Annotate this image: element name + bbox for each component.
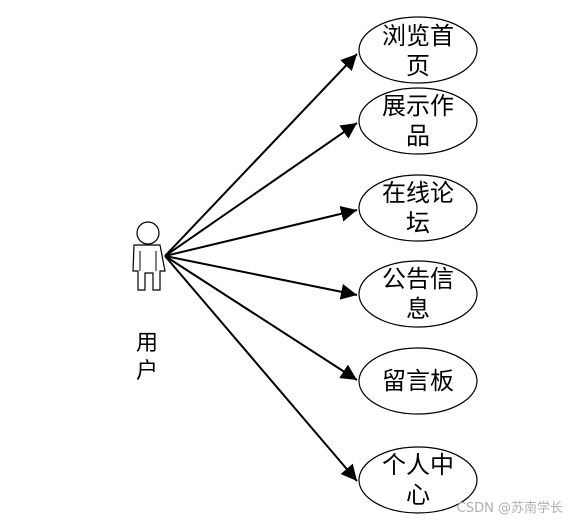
arrow-personal-center — [164, 255, 358, 482]
associations — [164, 53, 358, 482]
use-case-show-works-line1: 展示作 — [382, 92, 454, 120]
use-case-online-forum-line1: 在线论 — [382, 179, 454, 207]
watermark-text: CSDN @苏南学长 — [457, 500, 563, 516]
arrow-online-forum — [164, 205, 358, 257]
use-case-browse-home: 浏览首 页 — [358, 16, 478, 84]
actor-label: 用 户 — [136, 331, 158, 384]
use-case-message-board-line1: 留言板 — [382, 367, 454, 395]
actor-figure — [132, 221, 166, 291]
arrow-browse-home — [164, 53, 358, 257]
actor-label-line2: 户 — [136, 359, 158, 384]
arrow-show-works — [164, 122, 358, 257]
use-case-announcements-line2: 息 — [406, 295, 430, 323]
use-case-browse-home-line1: 浏览首 — [382, 22, 454, 50]
use-case-show-works: 展示作 品 — [358, 87, 478, 155]
use-case-online-forum: 在线论 坛 — [358, 174, 478, 242]
use-case-announcements-line1: 公告信 — [382, 265, 454, 293]
arrow-message-board — [164, 255, 358, 381]
arrow-announcements — [164, 255, 358, 300]
use-case-personal-center-line2: 心 — [406, 481, 430, 509]
use-case-online-forum-line2: 坛 — [406, 209, 430, 237]
use-case-show-works-line2: 品 — [406, 122, 430, 150]
use-case-browse-home-line2: 页 — [406, 52, 430, 80]
use-case-announcements: 公告信 息 — [358, 260, 478, 328]
use-case-personal-center: 个人中 心 — [358, 446, 478, 514]
actor-label-line1: 用 — [136, 331, 158, 356]
use-case-personal-center-line1: 个人中 — [382, 451, 454, 479]
use-case-message-board: 留言板 — [358, 347, 478, 415]
